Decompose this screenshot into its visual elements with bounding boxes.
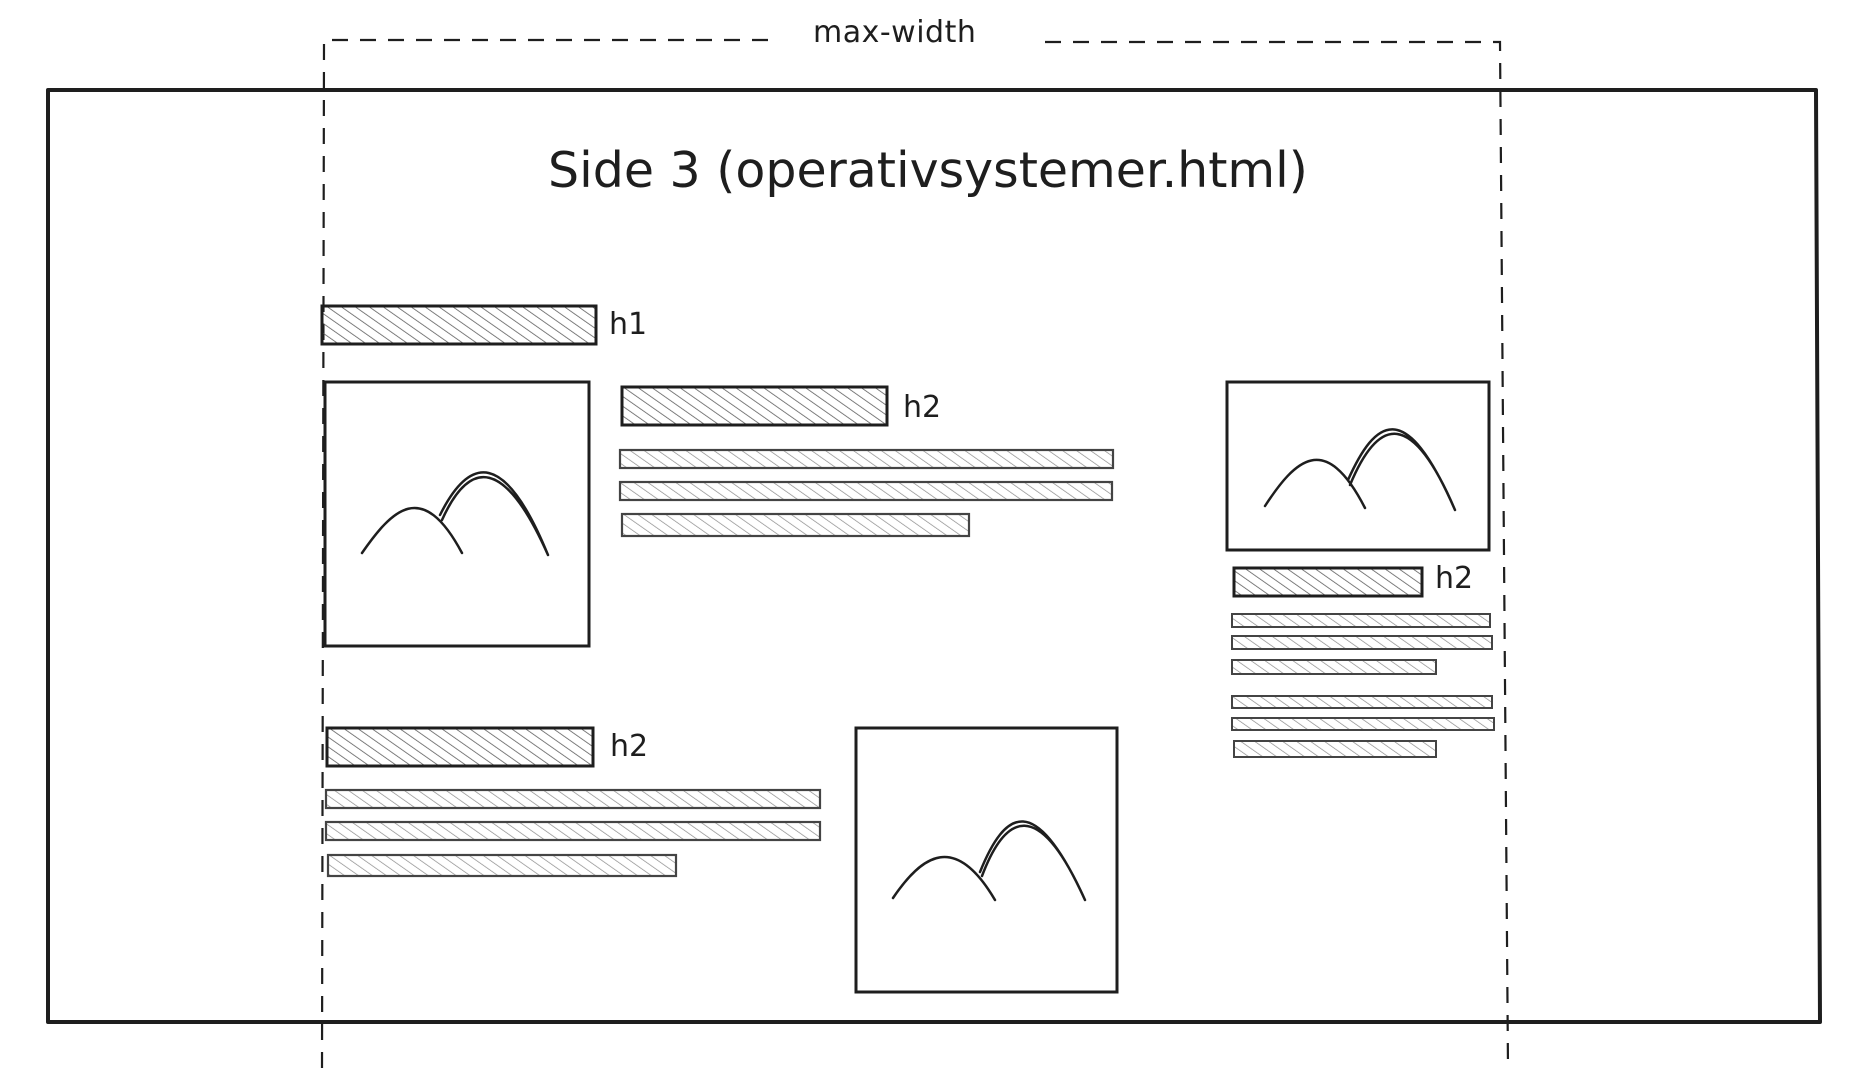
text-line [1231,613,1491,628]
page-title: Side 3 (operativsystemer.html) [548,142,1308,199]
max-width-bracket [320,38,1510,1069]
h2-tag-label: h2 [610,729,649,764]
text-line [1231,717,1495,731]
mountain-icon [360,471,550,557]
h2-tag-label: h2 [1435,561,1474,596]
text-line [620,512,971,538]
text-line [1233,740,1437,758]
text-line [618,448,1115,470]
h1-placeholder [320,304,598,346]
image-placeholder-2 [1225,380,1491,552]
max-width-label: max-width [813,15,977,50]
h1-tag-label: h1 [609,307,648,342]
text-line [1231,635,1493,650]
h2-placeholder-2 [1232,566,1424,598]
h2-placeholder-3 [325,726,595,768]
mountain-icon [891,820,1087,902]
mountain-icon [1263,428,1457,512]
section-2 [1225,380,1495,758]
h2-tag-label: h2 [903,390,942,425]
text-line [324,820,822,842]
image-placeholder-1 [323,380,591,648]
text-line [326,853,678,878]
image-placeholder-3 [854,726,1119,994]
page-frame [46,88,1822,1024]
text-line [1231,695,1493,709]
section-3 [324,726,1119,994]
text-line [1231,659,1437,675]
h2-placeholder-1 [620,385,889,427]
text-line [324,788,822,810]
section-1 [323,380,1115,648]
text-line [618,480,1114,502]
